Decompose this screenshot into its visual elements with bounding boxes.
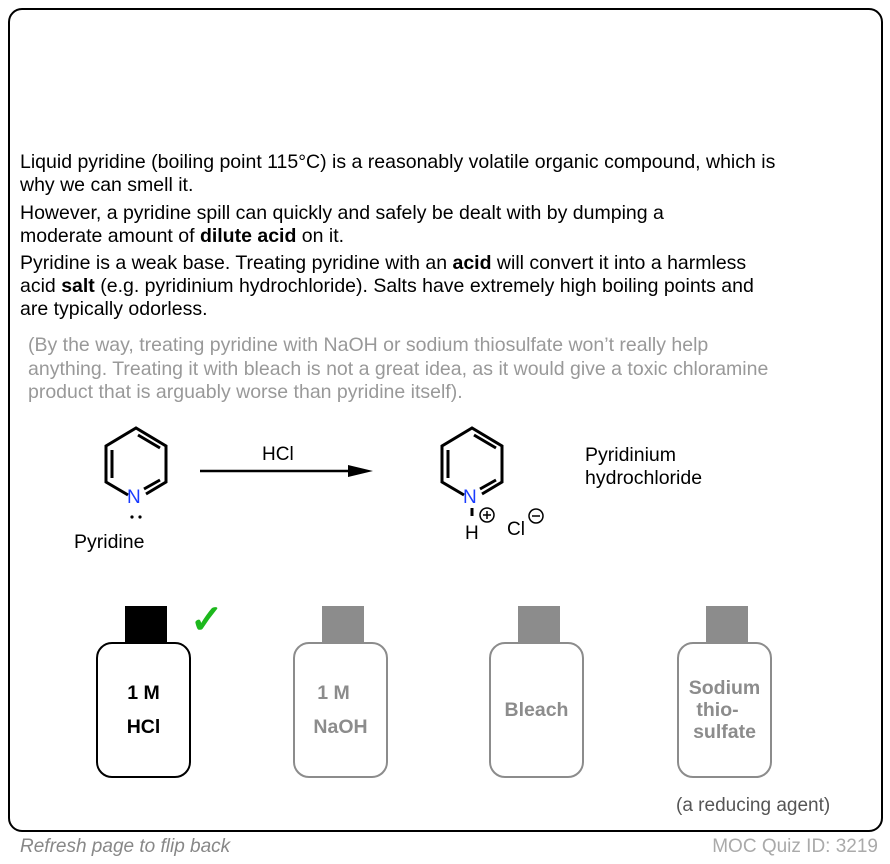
refresh-hint: Refresh page to flip back [20,836,231,857]
reagent-label: HCl [262,444,294,465]
plus-charge-icon [479,507,495,523]
note-line: (By the way, treating pyridine with NaOH… [28,334,709,356]
checkmark-icon: ✓ [190,598,224,642]
nitrogen-atom: N [463,487,477,508]
pyridinium-ring [440,426,504,516]
text-line: Pyridine is a weak base. Treating pyridi… [20,252,747,274]
bottle-cap [322,606,364,644]
pyridine-ring [104,426,168,497]
text-line: moderate amount of dilute acid on it. [20,225,345,247]
bottle-bleach[interactable]: Bleach [489,606,585,778]
reaction-scheme [104,426,544,524]
chloride-ion: Cl [507,519,525,540]
text-line: Liquid pyridine (boiling point 115°C) is… [20,151,776,173]
lone-pair-icon [130,515,134,519]
bottle-cap [125,606,167,644]
quiz-id: MOC Quiz ID: 3219 [712,836,878,857]
minus-charge-icon [528,508,544,524]
text-line: However, a pyridine spill can quickly an… [20,202,664,224]
note-line: anything. Treating it with bleach is not… [28,358,769,380]
arrowhead-icon [348,465,373,477]
reducing-agent-note: (a reducing agent) [676,795,831,816]
note-line: product that is arguably worse than pyri… [28,381,463,403]
nitrogen-atom: N [127,487,141,508]
text-line: are typically odorless. [20,298,208,320]
flashcard[interactable] [8,8,883,832]
bottle-cap [706,606,748,644]
reactant-label: Pyridine [74,531,145,553]
text-line: why we can smell it. [20,174,194,196]
bottle-cap [518,606,560,644]
hydrogen-atom: H [465,523,479,544]
text-line: acid salt (e.g. pyridinium hydrochloride… [20,275,754,297]
